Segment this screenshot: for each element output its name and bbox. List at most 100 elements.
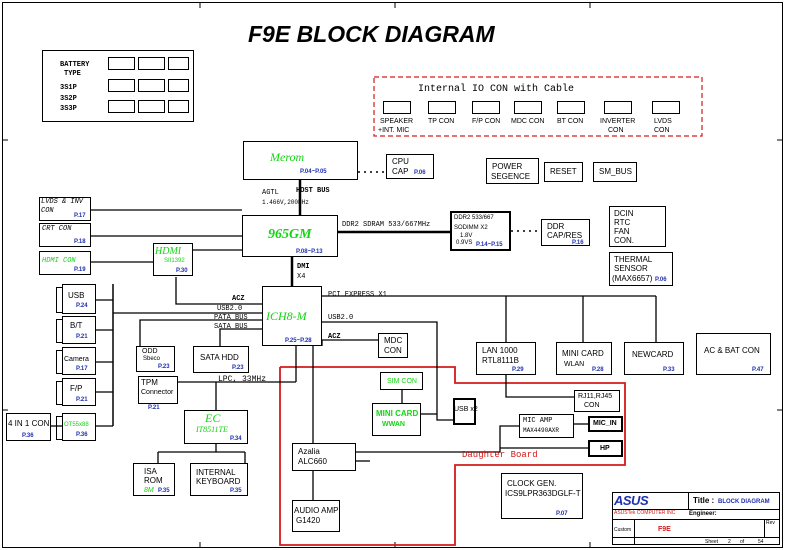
rj11-rj45-block: [574, 390, 620, 412]
sheet-of: of: [740, 539, 745, 545]
inverter-con: [604, 101, 632, 114]
hdmi-chip-block: [153, 243, 193, 276]
speaker-label: SPEAKER: [380, 118, 414, 125]
newcard-block: [624, 342, 684, 375]
mdc-l2: CON: [384, 346, 402, 355]
host-bus-agtl: AGTL: [262, 189, 279, 197]
crt-con-block: [39, 223, 91, 247]
crt-l1: CRT CON: [42, 225, 72, 233]
fp-connector-bracket: [56, 381, 63, 405]
sata-hdd-block: [193, 346, 249, 373]
isa-rom-block: [133, 463, 175, 496]
pci-express-label: PCI EXPRESS X1: [328, 291, 387, 299]
host-bus-speed: 1.466V,200MHz: [262, 199, 309, 206]
battery-cell: [138, 57, 165, 70]
sodimm-block: [450, 211, 511, 251]
acz-right-label: ACZ: [328, 333, 341, 341]
mic-amp-l1: MIC AMP: [523, 417, 553, 425]
ddr-cap-l1: DDR: [547, 222, 565, 231]
tpm-block: [138, 376, 178, 404]
camera-connector-bracket: [56, 350, 63, 374]
mic-in-block: [588, 416, 623, 432]
card-reader-block: [6, 413, 51, 441]
usb-block: [62, 284, 96, 314]
inverter-con-label: CON: [608, 127, 624, 134]
reset-label: RESET: [550, 167, 577, 176]
keyboard-l1: INTERNAL: [196, 468, 236, 477]
mic-amp-l2: MAX4490AXR: [523, 427, 560, 434]
lvds-inv-con-block: [39, 197, 91, 221]
lvds-con-label: CON: [654, 127, 670, 134]
isa-page: P.35: [158, 488, 170, 494]
merom-page: P.04~P.05: [300, 169, 327, 175]
clock-page: P.07: [556, 511, 568, 517]
mdc-con-internal: [514, 101, 542, 114]
ot55x88-block: [62, 413, 96, 441]
hp-block: [588, 440, 623, 457]
camera-l1: Camera: [64, 356, 89, 363]
lvds-l2: CON: [41, 207, 54, 215]
lpc-label: LPC, 33MHz: [218, 375, 267, 384]
battery-type-label: TYPE: [64, 70, 81, 78]
ich8m-block: [262, 286, 322, 346]
hdmi-con-block: [39, 251, 91, 275]
wwan-l2: WWAN: [382, 421, 405, 428]
fp-block: [62, 378, 96, 406]
cpu-cap-page: P.06: [414, 170, 426, 176]
fp-con: [472, 101, 500, 114]
odd-block: [136, 346, 175, 372]
keyboard-page: P.35: [230, 488, 242, 494]
battery-cell: [138, 79, 165, 92]
cpu-cap-block: [386, 154, 434, 179]
lvds-page: P.17: [74, 213, 86, 219]
page-title: F9E BLOCK DIAGRAM: [248, 21, 495, 47]
battery-cell: [168, 57, 189, 70]
smbus-block: [593, 162, 637, 182]
ot-page: P.36: [76, 432, 88, 438]
dcin-l4: CON.: [614, 236, 634, 245]
ac-bat-l1: AC & BAT CON: [704, 346, 760, 355]
card-reader-l1: 4 IN 1 CON: [8, 419, 50, 428]
bt-con: [557, 101, 585, 114]
ac-bat-con-block: [696, 333, 771, 375]
battery-3s1p: 3S1P: [60, 84, 77, 92]
usb20-right-label: USB2.0: [328, 314, 354, 322]
title-label: Title :: [693, 496, 715, 505]
smbus-label: SM_BUS: [599, 167, 632, 176]
ddr-cap-block: [541, 219, 590, 246]
ec-block: [184, 410, 248, 444]
minicard-wwan-block: [372, 403, 421, 436]
ac-bat-page: P.47: [752, 367, 764, 373]
thermal-page: P.06: [655, 277, 667, 283]
inverter-label: INVERTER: [600, 118, 636, 125]
lvds-l1: LVDS & INV: [41, 198, 84, 206]
title-block-divider: [688, 492, 689, 509]
merom-label: Merom: [270, 150, 305, 164]
hp-label: HP: [600, 445, 610, 452]
wlan-page: P.28: [592, 367, 604, 373]
bt-l1: B/T: [70, 321, 83, 330]
sata-hdd-page: P.23: [232, 365, 244, 371]
tpm-l1: TPM: [141, 378, 158, 387]
audio-amp-l2: G1420: [296, 516, 321, 525]
hdmi-l2: SII1392: [164, 258, 185, 264]
sodimm-page: P.14~P.15: [476, 242, 503, 248]
lan-l2: RTL8111B: [482, 356, 519, 365]
battery-cell: [138, 100, 165, 113]
keyboard-l2: KEYBOARD: [196, 477, 241, 486]
battery-cell: [108, 79, 135, 92]
tp-con-label: TP CON: [428, 118, 455, 125]
fp-page: P.21: [76, 397, 88, 403]
dmi-x4: X4: [297, 273, 306, 281]
battery-3s2p: 3S2P: [60, 95, 77, 103]
sheet-label: Sheet: [705, 539, 719, 545]
newcard-page: P.33: [663, 367, 675, 373]
fp-l1: F/P: [70, 384, 83, 393]
ec-page: P.34: [230, 436, 242, 442]
bt-block: [62, 316, 96, 344]
ec-l2: IT8511TE: [196, 425, 228, 434]
lvds-con-internal: [652, 101, 680, 114]
mdc-l1: MDC: [384, 336, 403, 345]
sheet-total: 54: [758, 539, 764, 545]
